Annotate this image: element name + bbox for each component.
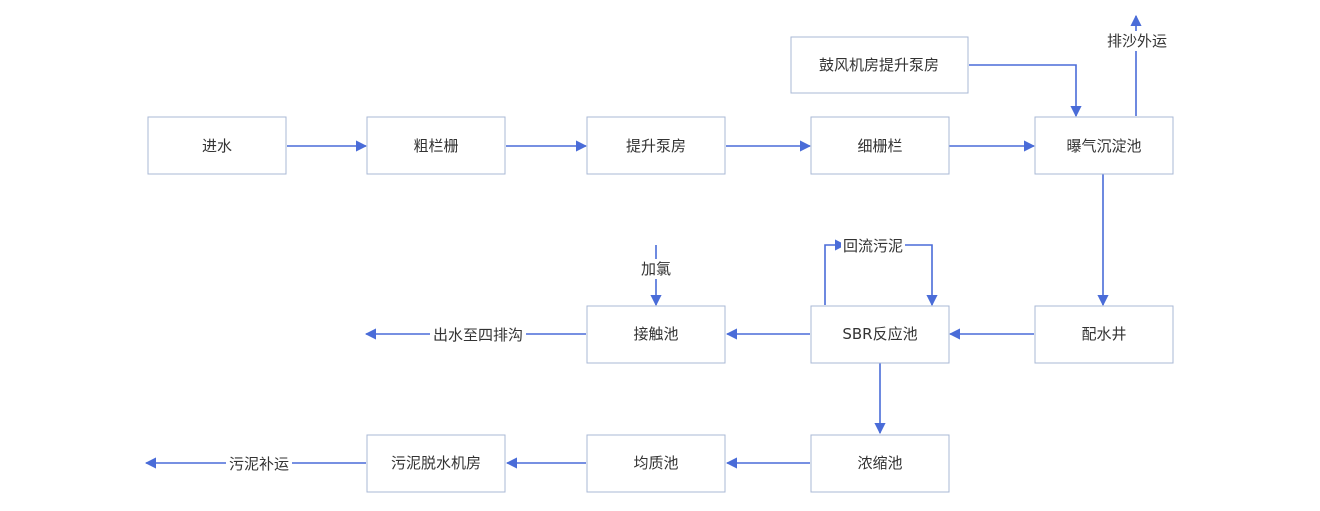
label-return-sludge: 回流污泥 — [841, 236, 905, 256]
node-contact-tank[interactable]: 接触池 — [586, 305, 726, 364]
label-effluent: 出水至四排沟 — [430, 325, 526, 345]
node-coarse-screen[interactable]: 粗栏栅 — [366, 116, 506, 175]
node-aerated-grit-label: 曝气沉淀池 — [1066, 137, 1141, 155]
node-lift-pump-room[interactable]: 提升泵房 — [586, 116, 726, 175]
node-equalization-label: 均质池 — [633, 454, 678, 472]
node-equalization[interactable]: 均质池 — [586, 434, 726, 493]
label-effluent-text: 出水至四排沟 — [433, 326, 523, 344]
node-inlet-label: 进水 — [202, 137, 232, 155]
node-dewatering-room[interactable]: 污泥脱水机房 — [366, 434, 506, 493]
node-lift-pump-room-label: 提升泵房 — [626, 137, 686, 155]
node-inlet[interactable]: 进水 — [147, 116, 287, 175]
node-dewatering-room-label: 污泥脱水机房 — [391, 454, 481, 472]
node-distribution-well-label: 配水井 — [1081, 325, 1126, 343]
edges — [144, 14, 1142, 469]
label-sand-out: 排沙外运 — [1104, 31, 1170, 51]
label-sludge-out-text: 污泥补运 — [229, 455, 289, 473]
node-thickener[interactable]: 浓缩池 — [810, 434, 950, 493]
node-blower-room-label: 鼓风机房提升泵房 — [819, 56, 939, 74]
node-sbr-label: SBR反应池 — [842, 325, 917, 343]
node-coarse-screen-label: 粗栏栅 — [413, 137, 458, 155]
label-chlorination: 加氯 — [638, 259, 674, 279]
label-chlorination-text: 加氯 — [641, 260, 671, 278]
node-sbr[interactable]: SBR反应池 — [810, 305, 950, 364]
edge-blower-to-aerated-grit — [969, 64, 1082, 118]
node-contact-tank-label: 接触池 — [633, 325, 678, 343]
node-blower-room[interactable]: 鼓风机房提升泵房 — [790, 36, 969, 94]
node-distribution-well[interactable]: 配水井 — [1034, 305, 1174, 364]
node-fine-screen[interactable]: 细栅栏 — [810, 116, 950, 175]
node-fine-screen-label: 细栅栏 — [857, 137, 902, 155]
edge-return-sludge-down — [905, 244, 938, 307]
label-return-sludge-text: 回流污泥 — [843, 237, 903, 255]
edge-sbr-return-sludge-up — [824, 239, 847, 305]
label-sand-out-text: 排沙外运 — [1107, 32, 1167, 50]
node-aerated-grit[interactable]: 曝气沉淀池 — [1034, 116, 1174, 175]
node-thickener-label: 浓缩池 — [857, 454, 902, 472]
label-sludge-out: 污泥补运 — [226, 454, 292, 474]
